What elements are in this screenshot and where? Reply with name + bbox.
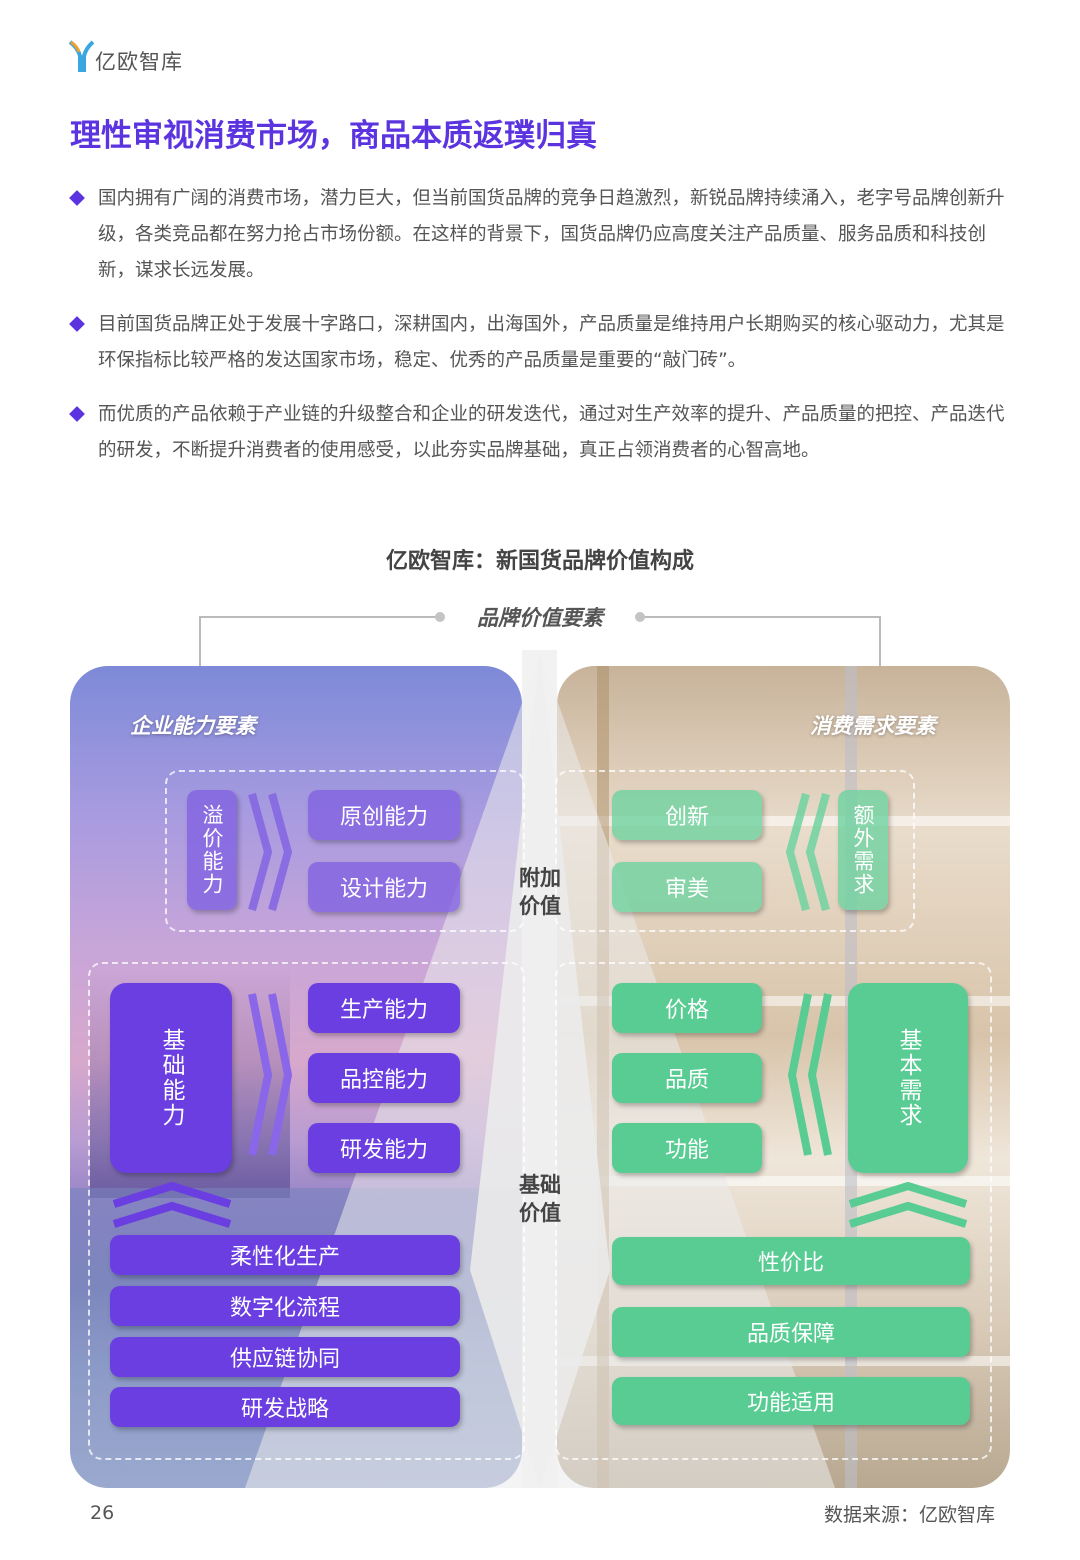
foundation-item: 数字化流程	[110, 1286, 460, 1326]
connector-line	[200, 616, 440, 618]
connector-dot	[435, 612, 445, 622]
connector-line	[199, 616, 201, 688]
bullet-text: 国内拥有广阔的消费市场，潜力巨大，但当前国货品牌的竞争日趋激烈，新锐品牌持续涌入…	[98, 188, 1005, 281]
foundation-item: 功能适用	[612, 1377, 970, 1425]
consumer-label: 消费需求要素	[810, 714, 936, 738]
basic-group-right	[555, 962, 992, 1460]
logo	[68, 40, 95, 74]
connector-dot	[635, 612, 645, 622]
connector-line	[879, 616, 881, 688]
connector-line	[640, 616, 880, 618]
need-item: 创新	[612, 790, 762, 840]
premium-ability-box: 溢价能力	[187, 790, 237, 910]
chevron-left-icon	[785, 792, 830, 912]
bullet-paragraph: 国内拥有广阔的消费市场，潜力巨大，但当前国货品牌的竞争日趋激烈，新锐品牌持续涌入…	[69, 181, 1010, 289]
bullet-text: 目前国货品牌正处于发展十字路口，深耕国内，出海国外，产品质量是维持用户长期购买的…	[98, 314, 1005, 371]
logo-icon	[68, 40, 95, 74]
ability-item: 原创能力	[308, 790, 460, 840]
chevron-right-icon	[248, 792, 293, 912]
basic-group-left	[88, 962, 525, 1460]
foundation-item: 柔性化生产	[110, 1235, 460, 1275]
need-item: 价格	[612, 983, 762, 1033]
enterprise-label: 企业能力要素	[130, 714, 256, 738]
basic-need-box: 基本需求	[848, 983, 968, 1173]
basic-ability-box: 基础能力	[110, 983, 232, 1173]
need-item: 功能	[612, 1123, 762, 1173]
added-value-label: 附加价值	[519, 866, 561, 918]
page-title: 理性审视消费市场，商品本质返璞归真	[70, 118, 597, 154]
extra-need-box: 额外需求	[838, 790, 888, 910]
ability-item: 生产能力	[308, 983, 460, 1033]
diagram-title: 亿欧智库：新国货品牌价值构成	[385, 549, 694, 574]
ability-item: 品控能力	[308, 1053, 460, 1103]
page-number: 26	[90, 1502, 115, 1524]
chevron-up-icon	[112, 1182, 232, 1228]
bullet-paragraph: 目前国货品牌正处于发展十字路口，深耕国内，出海国外，产品质量是维持用户长期购买的…	[69, 307, 1010, 379]
chevron-left-icon	[787, 993, 832, 1156]
extra-group	[555, 770, 915, 932]
foundation-item: 研发战略	[110, 1387, 460, 1427]
ability-item: 设计能力	[308, 862, 460, 912]
premium-group	[165, 770, 525, 932]
diagram-subtitle: 品牌价值要素	[477, 606, 603, 630]
foundation-item: 品质保障	[612, 1307, 970, 1357]
basic-value-label: 基础价值	[519, 1173, 561, 1225]
logo-text: 亿欧智库	[95, 50, 183, 74]
chevron-right-icon	[248, 993, 293, 1156]
foundation-item: 性价比	[612, 1237, 970, 1285]
bullet-paragraph: 而优质的产品依赖于产业链的升级整合和企业的研发迭代，通过对生产效率的提升、产品质…	[69, 397, 1010, 469]
bullet-text: 而优质的产品依赖于产业链的升级整合和企业的研发迭代，通过对生产效率的提升、产品质…	[98, 404, 1005, 461]
data-source: 数据来源：亿欧智库	[823, 1504, 995, 1526]
ability-item: 研发能力	[308, 1123, 460, 1173]
need-item: 品质	[612, 1053, 762, 1103]
need-item: 审美	[612, 862, 762, 912]
foundation-item: 供应链协同	[110, 1337, 460, 1377]
chevron-up-icon	[848, 1182, 968, 1228]
